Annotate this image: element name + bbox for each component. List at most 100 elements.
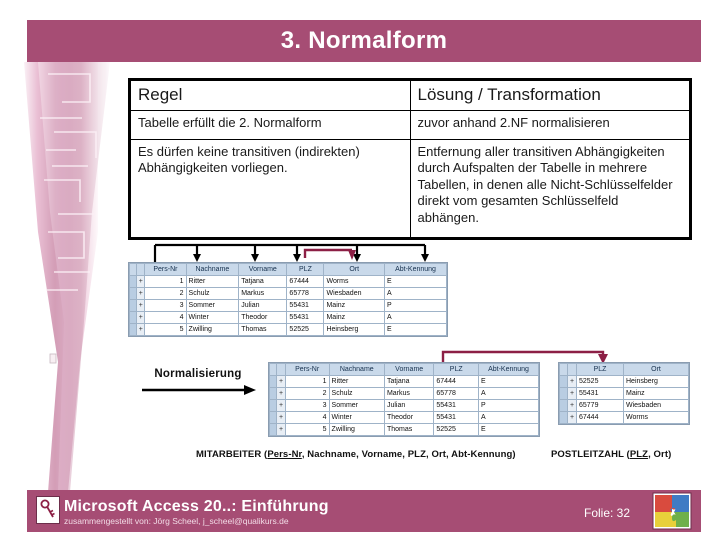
row-selector[interactable]	[128, 311, 138, 324]
row-selector[interactable]	[559, 387, 568, 400]
rules-table-header-row: Regel Lösung / Transformation	[130, 79, 690, 112]
solution-cell-2: Entfernung aller transitiven Abhängigkei…	[409, 138, 690, 239]
cell-abt-kennung: P	[478, 399, 539, 412]
row-selector[interactable]	[268, 375, 278, 388]
cell-ort: Wiesbaden	[623, 399, 689, 412]
cell-vorname: Thomas	[238, 323, 288, 336]
row-selector[interactable]	[268, 387, 278, 400]
row-selector[interactable]	[559, 411, 568, 424]
row-selector[interactable]	[128, 287, 138, 300]
table-row[interactable]: + 3 Sommer Julian 55431 Mainz P	[128, 299, 447, 312]
rules-header-regel: Regel	[130, 79, 411, 112]
puzzle-logo-icon	[652, 492, 692, 530]
cell-plz: 52525	[286, 323, 325, 336]
rule-cell-2: Es dürfen keine transitiven (indirekten)…	[130, 138, 411, 239]
table-row[interactable]: + 2 Schulz Markus 65778 Wiesbaden A	[128, 287, 447, 300]
cell-vorname: Thomas	[383, 423, 435, 436]
puzzle-logo-glyph	[652, 492, 692, 530]
table-row[interactable]: + 4 Winter Theodor 55431 Mainz A	[128, 311, 447, 324]
rules-table-row: Tabelle erfüllt die 2. Normalform zuvor …	[130, 110, 690, 140]
row-selector[interactable]	[268, 411, 278, 424]
row-selector[interactable]	[268, 399, 278, 412]
cell-vorname: Theodor	[238, 311, 288, 324]
col-header-plz[interactable]: PLZ	[576, 363, 624, 376]
table-row[interactable]: + 5 Zwilling Thomas 52525 E	[268, 423, 539, 436]
col-header-ort[interactable]: Ort	[323, 263, 386, 276]
col-header-ort[interactable]: Ort	[623, 363, 689, 376]
cell-ort: Mainz	[623, 387, 689, 400]
col-header-vorname[interactable]: Vorname	[238, 263, 288, 276]
row-selector[interactable]	[268, 423, 278, 436]
row-expander[interactable]: +	[136, 275, 146, 288]
cell-ort: Heinsberg	[623, 375, 689, 388]
transitive-dependency-arrowhead	[348, 250, 356, 260]
cell-abt-kennung: E	[384, 323, 447, 336]
table-row[interactable]: + 2 Schulz Markus 65778 A	[268, 387, 539, 400]
cell-vorname: Markus	[383, 387, 435, 400]
table-row[interactable]: + 52525 Heinsberg	[559, 375, 689, 388]
row-expander[interactable]: +	[276, 387, 286, 400]
cell-pers-nr: 2	[144, 287, 187, 300]
row-expander[interactable]: +	[567, 411, 577, 424]
slide-number: Folie: 32	[584, 506, 631, 520]
col-header-pers-nr[interactable]: Pers-Nr	[284, 363, 330, 376]
cell-ort: Worms	[623, 411, 689, 424]
cell-nachname: Zwilling	[185, 323, 240, 336]
row-selector[interactable]	[128, 323, 138, 336]
cell-plz: 55431	[433, 399, 480, 412]
page-title: 3. Normalform	[280, 27, 448, 54]
cell-nachname: Ritter	[328, 375, 385, 388]
cell-plz: 67444	[576, 411, 624, 424]
row-expander[interactable]: +	[276, 411, 286, 424]
row-expander[interactable]: +	[567, 375, 577, 388]
cell-ort: Mainz	[323, 311, 386, 324]
row-expander[interactable]: +	[136, 323, 146, 336]
row-expander[interactable]: +	[567, 387, 577, 400]
table-row[interactable]: + 3 Sommer Julian 55431 P	[268, 399, 539, 412]
slide-footer-bar	[27, 490, 701, 532]
row-expander[interactable]: +	[136, 311, 146, 324]
row-selector[interactable]	[128, 299, 138, 312]
cell-abt-kennung: A	[384, 287, 447, 300]
table-row[interactable]: + 65779 Wiesbaden	[559, 399, 689, 412]
table-row[interactable]: + 1 Ritter Tatjana 67444 E	[268, 375, 539, 388]
key-icon-glyph	[40, 499, 55, 518]
table-row[interactable]: + 67444 Worms	[559, 411, 689, 424]
row-selector[interactable]	[559, 399, 568, 412]
cell-nachname: Sommer	[185, 299, 240, 312]
row-selector[interactable]	[559, 375, 568, 388]
row-expander[interactable]: +	[276, 375, 286, 388]
row-expander[interactable]: +	[276, 399, 286, 412]
row-expander[interactable]: +	[136, 287, 146, 300]
table-mitarbeiter-before: Pers-Nr Nachname Vorname PLZ Ort Abt-Ken…	[128, 262, 448, 337]
table-header-row: PLZ Ort	[559, 363, 689, 376]
col-header-nachname[interactable]: Nachname	[328, 363, 385, 376]
cell-nachname: Schulz	[185, 287, 240, 300]
table-row[interactable]: + 1 Ritter Tatjana 67444 Worms E	[128, 275, 447, 288]
row-selector[interactable]	[128, 275, 138, 288]
cell-vorname: Markus	[238, 287, 288, 300]
table-row[interactable]: + 5 Zwilling Thomas 52525 Heinsberg E	[128, 323, 447, 336]
col-header-abt-kennung[interactable]: Abt-Kennung	[384, 263, 447, 276]
cell-vorname: Julian	[383, 399, 435, 412]
row-expander[interactable]: +	[567, 399, 577, 412]
footer-subtitle: zusammengestellt von: Jörg Scheel, j_sch…	[64, 516, 289, 526]
cell-pers-nr: 1	[284, 375, 330, 388]
col-header-nachname[interactable]: Nachname	[185, 263, 240, 276]
normalisierung-label: Normalisierung	[154, 368, 242, 380]
row-expander[interactable]: +	[276, 423, 286, 436]
cell-nachname: Schulz	[328, 387, 385, 400]
col-header-plz[interactable]: PLZ	[433, 363, 480, 376]
caption-postleitzahl-post: , Ort)	[648, 449, 672, 460]
bracket-black	[153, 243, 427, 262]
table-row[interactable]: + 55431 Mainz	[559, 387, 689, 400]
col-header-pers-nr[interactable]: Pers-Nr	[144, 263, 187, 276]
cell-plz: 55431	[576, 387, 624, 400]
col-header-abt-kennung[interactable]: Abt-Kennung	[478, 363, 539, 376]
col-header-vorname[interactable]: Vorname	[383, 363, 435, 376]
decorative-side-graphic	[18, 62, 118, 492]
col-header-plz[interactable]: PLZ	[286, 263, 325, 276]
table-row[interactable]: + 4 Winter Theodor 55431 A	[268, 411, 539, 424]
row-expander[interactable]: +	[136, 299, 146, 312]
cell-abt-kennung: E	[478, 375, 539, 388]
